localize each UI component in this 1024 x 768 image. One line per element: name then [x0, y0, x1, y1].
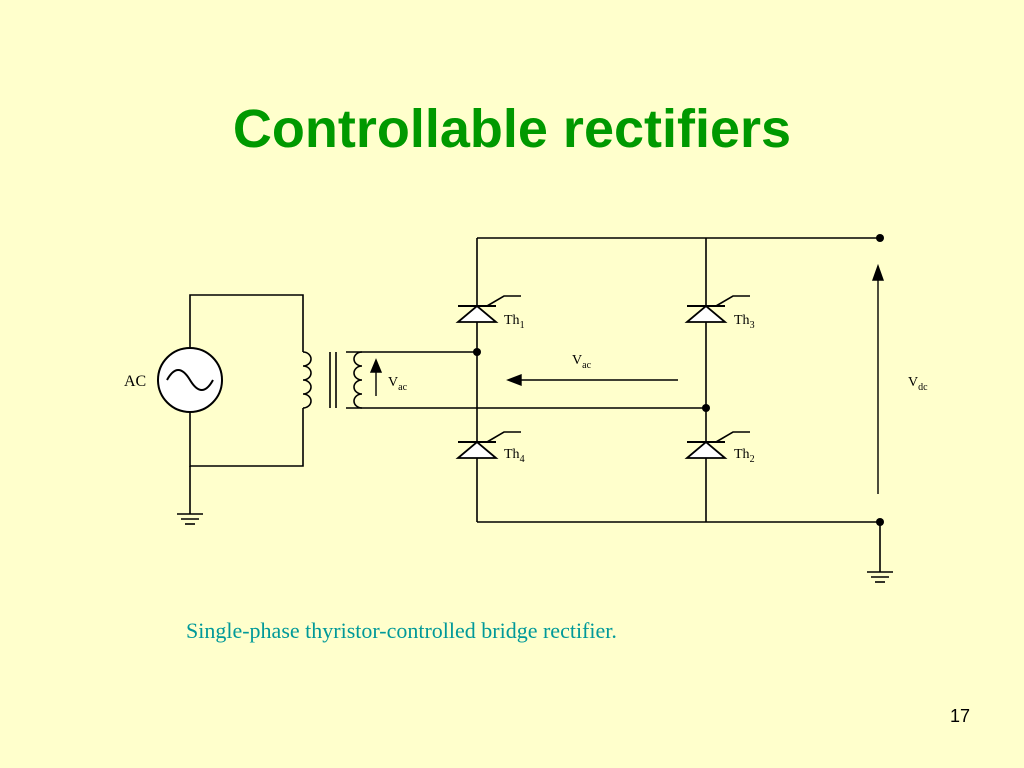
thyristor-th4	[455, 431, 521, 459]
arrow-left-icon	[506, 373, 522, 387]
bridge-voltage-label: Vac	[572, 353, 592, 371]
slide-title: Controllable rectifiers	[232, 99, 792, 159]
thyristor-th2	[684, 431, 750, 459]
output-voltage-label: Vdc	[908, 375, 928, 393]
thyristor-gate	[715, 295, 750, 307]
junction-node	[702, 404, 710, 412]
thyristor-label-th4: Th4	[504, 447, 525, 465]
ground-icon	[867, 571, 893, 583]
thyristor-th3	[684, 295, 750, 323]
secondary-coil	[353, 351, 363, 409]
thyristor-gate	[486, 431, 521, 443]
thyristor-triangle	[684, 304, 728, 323]
arrow-up-icon	[872, 263, 884, 281]
thyristor-label-th2: Th2	[734, 447, 755, 465]
thyristor-triangle	[455, 440, 499, 459]
ground-icon	[177, 513, 203, 525]
arrow-up-icon	[369, 358, 383, 373]
source-wire-bottom	[189, 408, 304, 467]
junction-node	[473, 348, 481, 356]
ac-source-label: AC	[124, 373, 146, 390]
source-wire-top	[189, 294, 304, 352]
thyristor-label-th1: Th1	[504, 313, 525, 331]
thyristor-gate	[715, 431, 750, 443]
sine-wave-icon	[166, 369, 214, 391]
thyristor-gate	[486, 295, 521, 307]
thyristor-triangle	[455, 304, 499, 323]
secondary-voltage-label: Vac	[388, 375, 408, 393]
terminal-node-positive	[876, 234, 884, 242]
primary-coil	[302, 351, 312, 409]
terminal-node-negative	[876, 518, 884, 526]
page-number: 17	[949, 706, 970, 726]
thyristor-triangle	[684, 440, 728, 459]
thyristor-label-th3: Th3	[734, 313, 755, 331]
figure-caption: Single-phase thyristor-controlled bridge…	[186, 618, 617, 643]
ac-source	[157, 347, 223, 413]
thyristor-th1	[455, 295, 521, 323]
